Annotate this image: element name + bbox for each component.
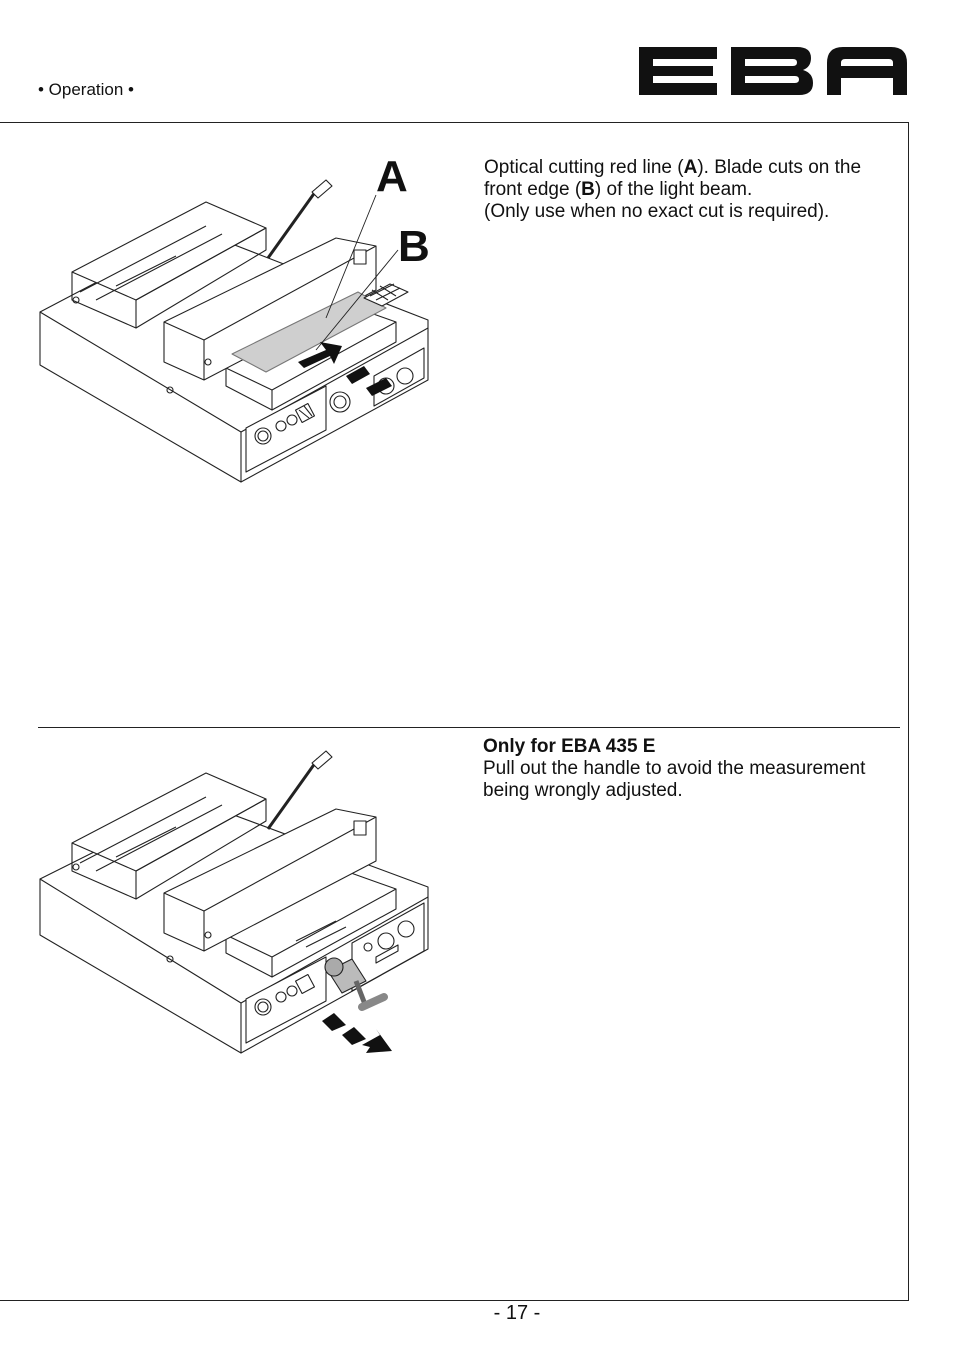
cutter-handle-illustration [39, 750, 429, 1054]
page-number: - 17 - [493, 1302, 541, 1324]
callout-a-label: A [376, 152, 408, 201]
text-line2: (Only use when no exact cut is required)… [484, 201, 830, 222]
text-bold-b: B [581, 179, 595, 200]
frame-bottom-border [0, 1300, 909, 1301]
handle-instruction: Only for EBA 435 E Pull out the handle t… [483, 736, 903, 802]
eba-logo [639, 47, 907, 95]
optical-line-description: Optical cutting red line (A). Blade cuts… [484, 157, 894, 223]
section-divider [38, 727, 900, 728]
text-line1-mid: ). Blade cuts on the front edge ( [484, 157, 862, 200]
text-bold-a: A [683, 157, 698, 178]
frame-right-border [908, 122, 909, 1301]
callout-b-label: B [398, 222, 430, 271]
frame-top-border [0, 122, 909, 123]
handle-instruction-title: Only for EBA 435 E [483, 736, 656, 757]
section-label: • Operation • [38, 80, 135, 99]
text-line1-pre: Optical cutting red line ( [484, 157, 684, 178]
text-line1-post: ) of the light beam. [594, 179, 753, 200]
handle-instruction-body: Pull out the handle to avoid the measure… [483, 758, 866, 801]
cutter-light-beam-illustration [39, 179, 429, 483]
